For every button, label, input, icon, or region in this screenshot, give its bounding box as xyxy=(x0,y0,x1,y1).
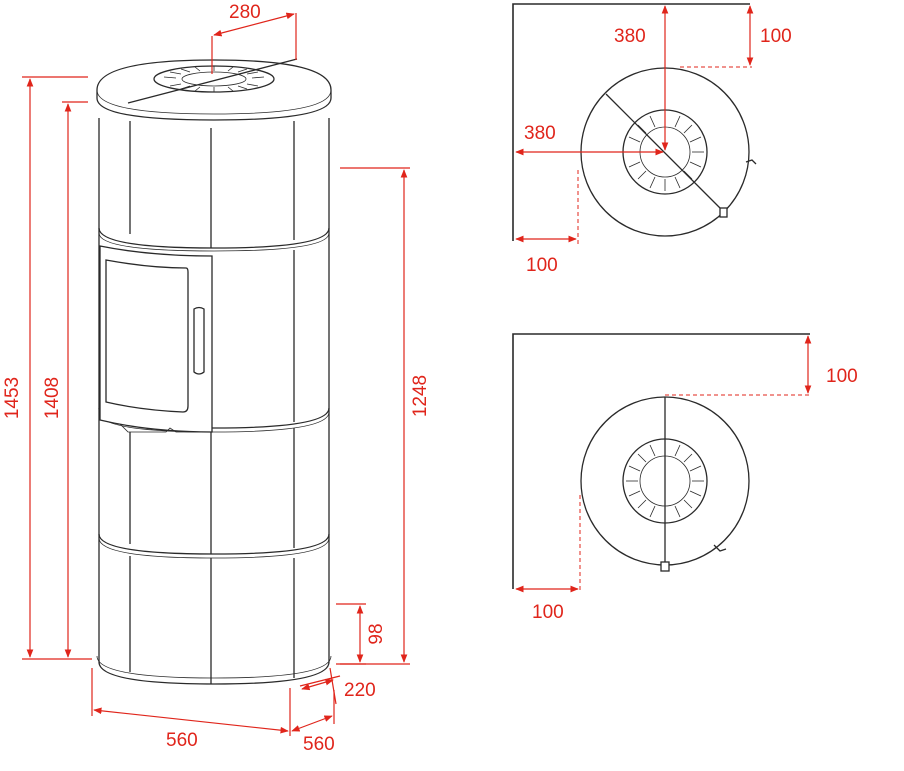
dim-overall-height-label: 1453 xyxy=(2,377,23,419)
door-handle xyxy=(193,306,205,375)
dim-width-label: 560 xyxy=(166,730,198,751)
dim-width: 560 xyxy=(91,668,291,751)
dim-flue-to-side-wall-label: 380 xyxy=(524,123,556,144)
corner-walls xyxy=(512,333,810,589)
dim-rear-clearance-label: 100 xyxy=(760,26,792,47)
dim-body-height: 1408 xyxy=(42,101,88,658)
dim-rear-clearance-label-2: 100 xyxy=(826,366,858,387)
plan-view-top-flue: 100 100 xyxy=(512,333,858,623)
stove-body xyxy=(98,118,330,685)
dim-flue-offset-label: 280 xyxy=(229,2,261,23)
dim-air-inlet-offset: 220 xyxy=(299,667,376,705)
dim-body-height-label: 1408 xyxy=(42,377,63,419)
dim-air-inlet-offset-label: 220 xyxy=(344,680,376,701)
flue-grille xyxy=(622,438,708,524)
dim-flue-offset: 280 xyxy=(211,2,297,74)
plan-view-rear-flue: 380 380 100 100 xyxy=(512,3,792,276)
dim-overall-height: 1453 xyxy=(2,76,92,660)
dim-depth: 560 xyxy=(291,690,335,755)
dim-side-clearance-label: 100 xyxy=(526,255,558,276)
door-glass xyxy=(105,259,189,413)
dim-flue-height: 1248 xyxy=(340,167,431,665)
dim-air-inlet-height-label: 98 xyxy=(366,623,387,644)
dim-depth-label: 560 xyxy=(303,734,335,755)
dim-side-clearance-label-2: 100 xyxy=(532,602,564,623)
dim-air-inlet-height: 98 xyxy=(336,603,387,665)
corner-walls xyxy=(512,3,750,241)
dim-flue-to-rear-wall-label: 380 xyxy=(614,26,646,47)
stove-front-view xyxy=(96,58,332,685)
dim-flue-height-label: 1248 xyxy=(410,375,431,417)
door xyxy=(99,245,213,433)
